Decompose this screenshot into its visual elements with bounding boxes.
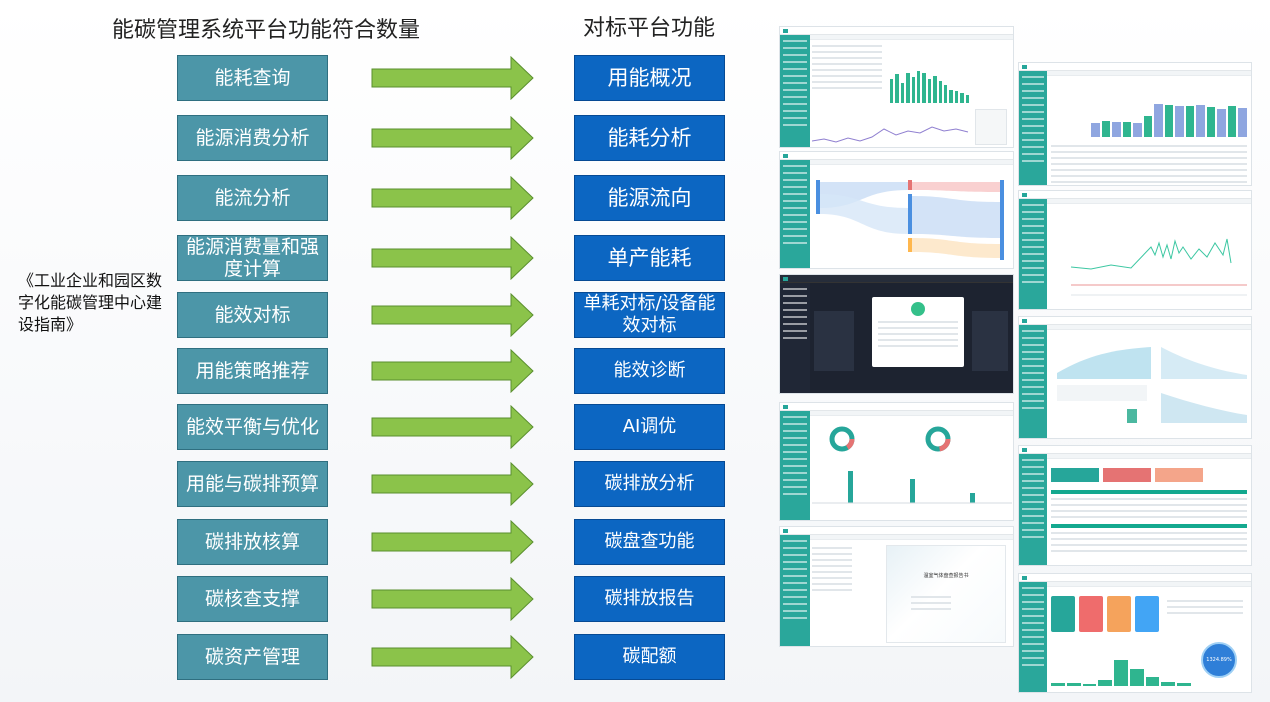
screenshot-energy-flow	[779, 151, 1014, 269]
right-column-title: 对标平台功能	[583, 16, 716, 41]
arrow-icon	[371, 293, 534, 337]
quota-gauge-value: 1324.89%	[1206, 657, 1232, 663]
right-item-11: 碳配额	[574, 634, 725, 680]
arrow-icon	[371, 635, 534, 679]
screenshot-ai-optimization	[1018, 316, 1252, 439]
arrow-icon	[371, 176, 534, 220]
arrow-icon	[371, 520, 534, 564]
left-item-8: 用能与碳排预算	[177, 461, 328, 507]
arrow-icon	[371, 236, 534, 280]
right-item-9: 碳盘查功能	[574, 519, 725, 565]
left-column-title: 能碳管理系统平台功能符合数量	[112, 18, 421, 43]
screenshot-carbon-report: 温室气体盘查报告书	[779, 526, 1014, 647]
screenshot-diagnosis	[779, 402, 1014, 521]
right-item-10: 碳排放报告	[574, 576, 725, 622]
left-item-6: 用能策略推荐	[177, 348, 328, 394]
arrow-icon	[371, 577, 534, 621]
left-item-5: 能效对标	[177, 292, 328, 338]
screenshot-energy-analysis	[1018, 62, 1252, 186]
right-item-1: 用能概况	[574, 55, 725, 101]
left-item-4: 能源消费量和强度计算	[177, 235, 328, 281]
left-item-2: 能源消费分析	[177, 115, 328, 161]
arrow-icon	[371, 56, 534, 100]
right-item-8: 碳排放分析	[574, 461, 725, 507]
right-item-7: AI调优	[574, 404, 725, 450]
screenshot-energy-overview	[779, 26, 1014, 148]
right-item-4: 单产能耗	[574, 235, 725, 281]
right-item-6: 能效诊断	[574, 348, 725, 394]
right-item-2: 能耗分析	[574, 115, 725, 161]
guideline-reference: 《工业企业和园区数字化能碳管理中心建设指南》	[18, 271, 163, 334]
arrow-icon	[371, 116, 534, 160]
screenshot-benchmark	[779, 274, 1014, 394]
left-item-9: 碳排放核算	[177, 519, 328, 565]
left-item-3: 能流分析	[177, 175, 328, 221]
arrow-icon	[371, 462, 534, 506]
right-item-5: 单耗对标/设备能效对标	[574, 292, 725, 338]
arrow-icon	[371, 405, 534, 449]
screenshot-carbon-quota: 1324.89%	[1018, 573, 1252, 693]
left-item-1: 能耗查询	[177, 55, 328, 101]
left-item-11: 碳资产管理	[177, 634, 328, 680]
left-item-10: 碳核查支撑	[177, 576, 328, 622]
right-item-3: 能源流向	[574, 175, 725, 221]
report-document-title: 温室气体盘查报告书	[923, 573, 969, 579]
left-item-7: 能效平衡与优化	[177, 404, 328, 450]
arrow-icon	[371, 349, 534, 393]
screenshot-carbon-analysis	[1018, 445, 1252, 566]
screenshot-unit-energy	[1018, 190, 1252, 310]
